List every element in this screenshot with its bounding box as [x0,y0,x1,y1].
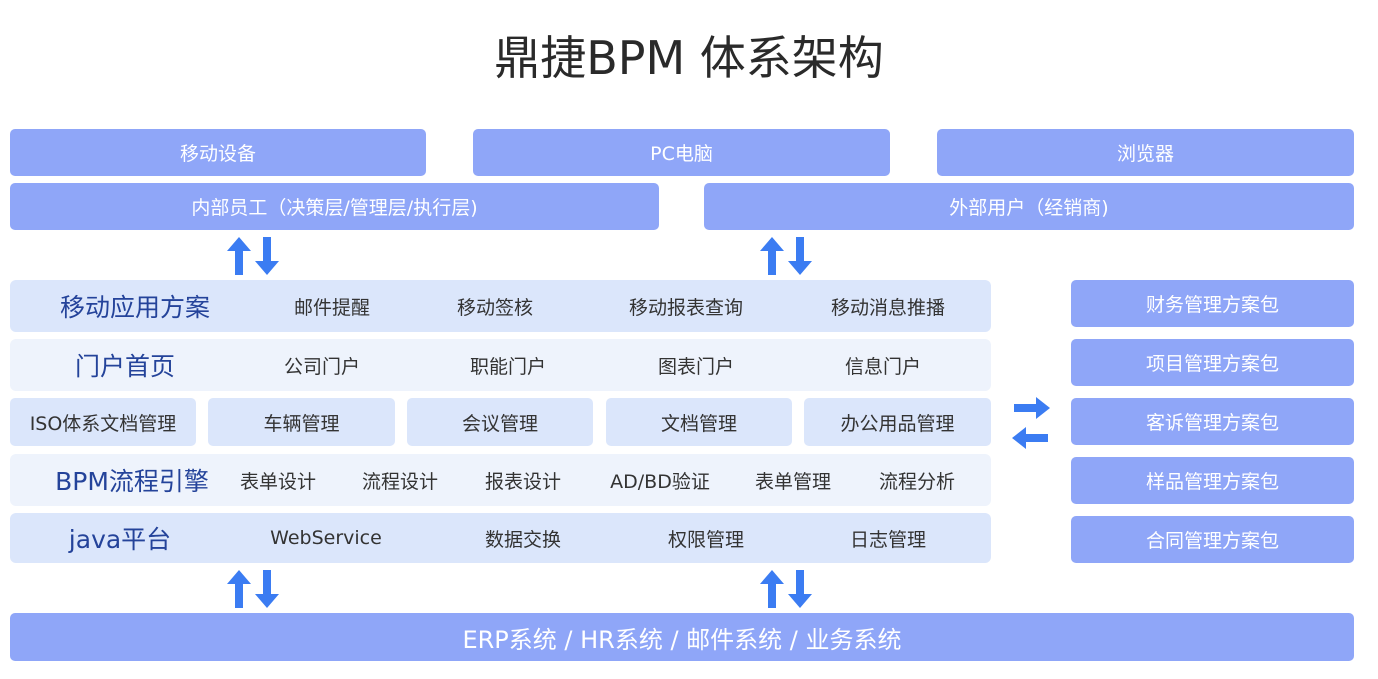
module-tile[interactable]: 文档管理 [606,398,792,446]
module-tile[interactable]: ISO体系文档管理 [10,398,196,446]
java-item[interactable]: 数据交换 [484,528,561,551]
java-platform-label: java平台 [68,525,172,554]
mobile-solution-label: 移动应用方案 [59,293,210,322]
mobile-solution-panel: 移动应用方案 邮件提醒 移动签核 移动报表查询 移动消息推播 [10,280,991,332]
portal-item[interactable]: 职能门户 [469,355,546,378]
device-browser[interactable]: 浏览器 [937,129,1354,176]
bpm-engine-panel: BPM流程引擎 表单设计 流程设计 报表设计 AD/BD验证 表单管理 流程分析 [10,454,991,506]
bpm-engine-label: BPM流程引擎 [55,467,209,496]
portal-panel: 门户首页 公司门户 职能门户 图表门户 信息门户 [10,339,991,391]
package-contract[interactable]: 合同管理方案包 [1071,516,1354,563]
engine-item[interactable]: 流程设计 [361,470,438,493]
java-item[interactable]: 权限管理 [667,528,744,551]
up-down-arrows-icon [227,570,279,608]
package-finance[interactable]: 财务管理方案包 [1071,280,1354,327]
mobile-item[interactable]: 移动签核 [456,296,533,319]
package-sample[interactable]: 样品管理方案包 [1071,457,1354,504]
package-project[interactable]: 项目管理方案包 [1071,339,1354,386]
portal-item[interactable]: 公司门户 [283,355,360,378]
portal-label: 门户首页 [74,352,175,381]
portal-item[interactable]: 图表门户 [657,355,734,378]
engine-item[interactable]: 表单设计 [239,470,316,493]
user-external[interactable]: 外部用户（经销商) [704,183,1354,230]
mobile-item[interactable]: 移动报表查询 [628,296,743,319]
device-pc[interactable]: PC电脑 [473,129,890,176]
page-title: 鼎捷BPM 体系架构 [494,31,884,85]
backend-systems-bar[interactable]: ERP系统 / HR系统 / 邮件系统 / 业务系统 [10,613,1354,661]
engine-item[interactable]: 表单管理 [754,470,831,493]
java-item[interactable]: WebService [270,527,382,549]
module-tile[interactable]: 会议管理 [407,398,593,446]
module-tile[interactable]: 车辆管理 [208,398,395,446]
portal-item[interactable]: 信息门户 [844,355,921,378]
up-down-arrows-icon [760,237,812,275]
mobile-item[interactable]: 邮件提醒 [293,296,370,319]
device-mobile[interactable]: 移动设备 [10,129,426,176]
mobile-item[interactable]: 移动消息推播 [830,296,945,319]
exchange-arrows-icon [1012,397,1050,449]
engine-item[interactable]: AD/BD验证 [610,470,710,493]
up-down-arrows-icon [227,237,279,275]
java-platform-panel: java平台 WebService 数据交换 权限管理 日志管理 [10,513,991,563]
module-tile[interactable]: 办公用品管理 [804,398,991,446]
up-down-arrows-icon [760,570,812,608]
engine-item[interactable]: 报表设计 [484,470,561,493]
package-complaint[interactable]: 客诉管理方案包 [1071,398,1354,445]
user-internal[interactable]: 内部员工（决策层/管理层/执行层) [10,183,659,230]
java-item[interactable]: 日志管理 [849,528,926,551]
engine-item[interactable]: 流程分析 [878,470,955,493]
